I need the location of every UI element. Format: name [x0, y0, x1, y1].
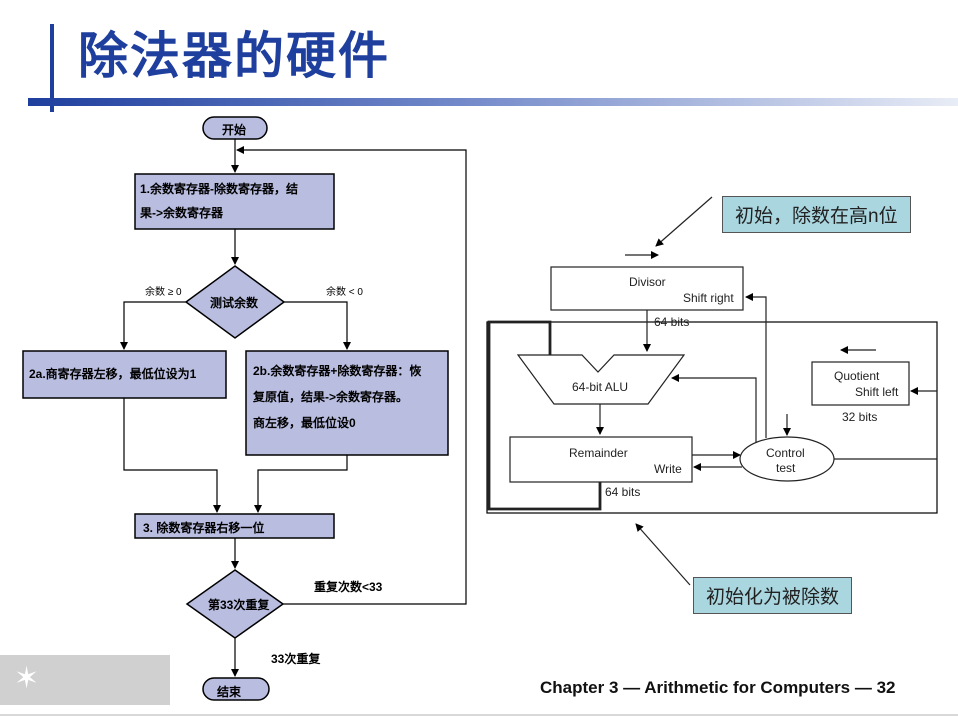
page-title: 除法器的硬件 — [78, 27, 390, 85]
connector-test-2b — [284, 301, 351, 350]
branch-lt-label: 余数 < 0 — [326, 287, 363, 298]
alu-label: 64-bit ALU — [572, 380, 629, 394]
test-label: 测试余数 — [210, 296, 259, 310]
connector-2a-step3 — [123, 398, 221, 513]
footer-chapter-label: Chapter 3 — Arithmetic for Computers — 3… — [540, 678, 896, 697]
connector-test-2a — [120, 301, 186, 350]
callout-divisor-initial: 初始，除数在高n位 — [722, 196, 911, 233]
callout-top-pointer — [655, 196, 713, 247]
step3-label: 3. 除数寄存器右移一位 — [143, 521, 265, 535]
control-to-divisor — [745, 293, 767, 438]
bottom-divider — [0, 714, 958, 716]
quotient-register — [811, 361, 910, 406]
quotient-label: Quotient — [834, 369, 880, 383]
remainder-bits-label: 64 bits — [605, 485, 641, 499]
title-underline — [28, 98, 958, 106]
step1-box — [134, 173, 335, 230]
step2b-line1: 2b.余数寄存器+除数寄存器：恢 — [253, 364, 422, 378]
divisor-shift-label: Shift right — [683, 291, 734, 305]
connector-2b-step3 — [254, 455, 348, 513]
quotient-bits-label: 32 bits — [842, 410, 878, 424]
remainder-feedback-thick — [487, 320, 602, 511]
start-label: 开始 — [222, 123, 247, 137]
divisor-label: Divisor — [629, 275, 666, 289]
alu-shape — [516, 354, 686, 405]
step2b-line2: 复原值，结果->余数寄存器。 — [253, 390, 409, 404]
control-label-line2: test — [776, 461, 796, 475]
logo-wordmark — [84, 697, 86, 703]
quotient-shift-label: Shift left — [855, 385, 899, 399]
control-to-quotient — [834, 387, 938, 460]
end-terminal — [202, 677, 270, 701]
remainder-register — [509, 436, 693, 483]
callout-bottom-pointer — [635, 523, 691, 586]
remainder-write-label: Write — [654, 462, 682, 476]
logo-mark-icon: ✶ — [14, 662, 40, 695]
callout-remainder-initial: 初始化为被除数 — [693, 577, 853, 614]
repeat-test-label: 第33次重复 — [208, 598, 270, 612]
step2b-line3: 商左移，最低位设0 — [253, 416, 356, 430]
title-accent-bar — [50, 24, 54, 112]
end-label: 结束 — [217, 685, 242, 699]
step3-box — [134, 513, 335, 539]
step1-line1: 1.余数寄存器-除数寄存器，结 — [140, 182, 299, 196]
repeat-done-label: 33次重复 — [271, 652, 321, 666]
divisor-bits-label: 64 bits — [654, 315, 690, 329]
test-decision — [184, 265, 286, 339]
branch-ge-label: 余数 ≥ 0 — [145, 287, 182, 298]
publisher-logo: ✶ — [0, 655, 170, 705]
control-to-alu — [671, 374, 757, 443]
loop-back-connector — [236, 146, 467, 605]
remainder-label: Remainder — [569, 446, 628, 460]
step2a-label: 2a.商寄存器左移，最低位设为1 — [29, 367, 197, 381]
control-label-line1: Control — [766, 446, 805, 460]
repeat-lt-label: 重复次数<33 — [314, 580, 383, 594]
step1-line2: 果->余数寄存器 — [140, 206, 224, 220]
